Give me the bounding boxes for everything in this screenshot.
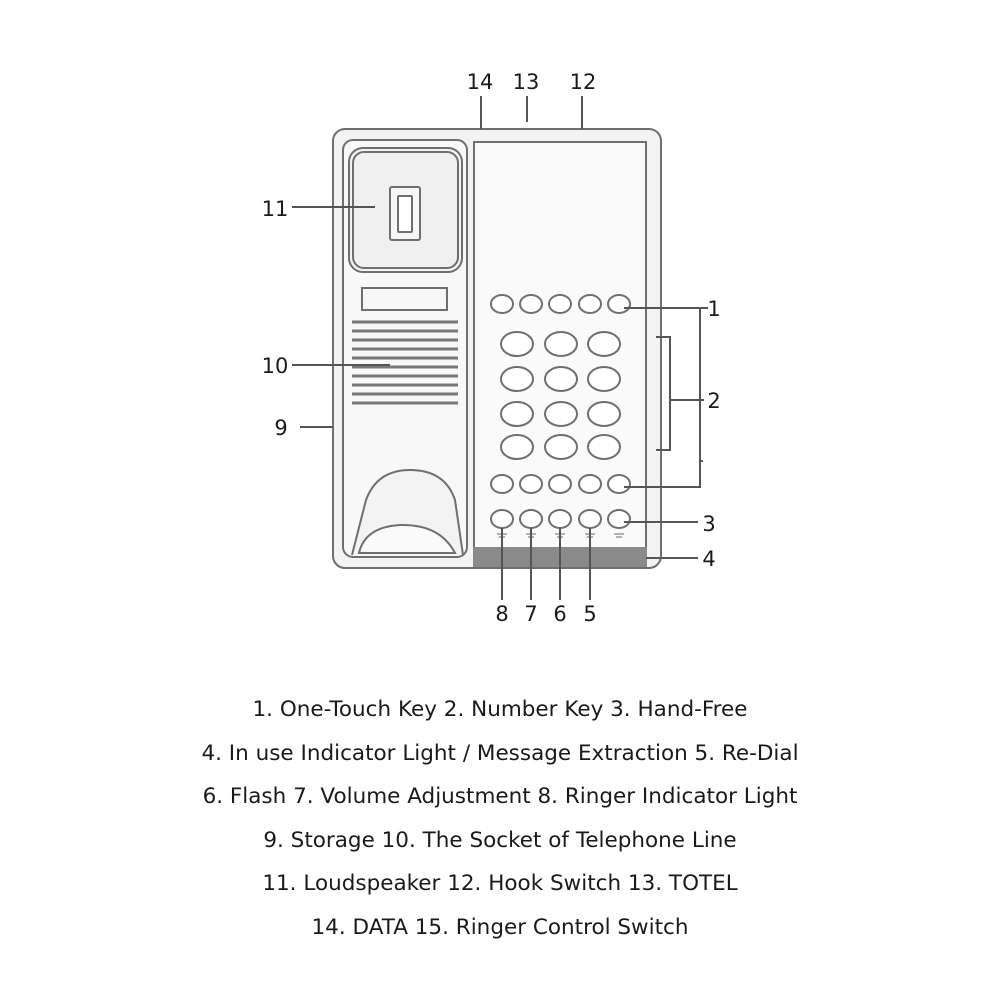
- callout-4: 4: [702, 547, 715, 571]
- legend-line-5: 11. Loudspeaker 12. Hook Switch 13. TOTE…: [262, 871, 738, 897]
- callout-12: 12: [570, 70, 597, 94]
- handset-rest-inner: [357, 523, 457, 554]
- callout-11: 11: [262, 197, 289, 221]
- function-keys: [490, 509, 631, 529]
- legend-line-2: 4. In use Indicator Light / Message Extr…: [201, 740, 799, 766]
- callout-14: 14: [467, 70, 494, 94]
- legend-line-4: 9. Storage 10. The Socket of Telephone L…: [263, 827, 737, 853]
- telephone-diagram: 14 13 12 11 10 9 1 2 3 4 8 7 6 5: [262, 70, 721, 626]
- storage-slot: [361, 287, 448, 311]
- callout-8: 8: [495, 602, 508, 626]
- callout-2: 2: [707, 389, 720, 413]
- number-keys: [500, 331, 621, 460]
- callout-9: 9: [274, 416, 287, 440]
- callout-3: 3: [702, 512, 715, 536]
- leader-lines: [292, 96, 708, 600]
- callout-6: 6: [553, 602, 566, 626]
- legend-line-3: 6. Flash 7. Volume Adjustment 8. Ringer …: [202, 784, 798, 810]
- speaker-grille: [352, 320, 458, 405]
- hook-button-inner: [397, 195, 413, 233]
- callout-13: 13: [513, 70, 540, 94]
- callout-1: 1: [707, 297, 720, 321]
- callout-5: 5: [583, 602, 596, 626]
- legend-line-1: 1. One-Touch Key 2. Number Key 3. Hand-F…: [252, 697, 748, 722]
- callout-7: 7: [524, 602, 537, 626]
- legend: 1. One-Touch Key 2. Number Key 3. Hand-F…: [0, 688, 1000, 950]
- callout-10: 10: [262, 354, 289, 378]
- one-touch-keys-top: [490, 294, 631, 314]
- one-touch-keys-bottom: [490, 474, 631, 494]
- legend-line-6: 14. DATA 15. Ringer Control Switch: [311, 914, 689, 940]
